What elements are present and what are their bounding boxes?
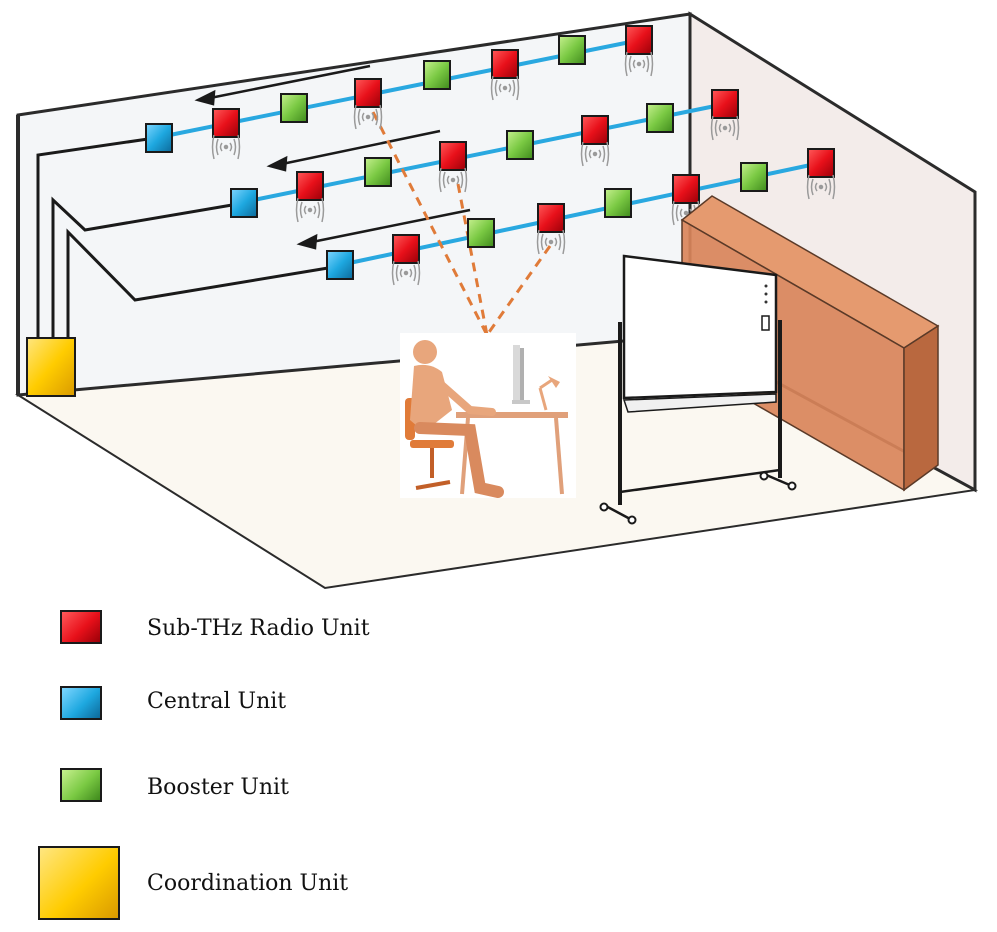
legend-label-booster: Booster Unit xyxy=(147,775,289,800)
legend-label-central: Central Unit xyxy=(147,689,287,714)
booster-unit-icon xyxy=(646,103,674,133)
radio-unit-icon xyxy=(212,108,240,138)
booster-unit-icon xyxy=(467,218,495,248)
booster-unit-icon xyxy=(604,188,632,218)
central-unit-icon xyxy=(60,686,102,720)
room-diagram xyxy=(14,11,979,590)
signal-waves-icon xyxy=(295,197,325,223)
coordination-unit-icon xyxy=(26,337,76,397)
booster-unit-icon xyxy=(558,35,586,65)
signal-waves-icon xyxy=(580,141,610,167)
legend-label-coordination: Coordination Unit xyxy=(147,871,349,896)
signal-waves-icon xyxy=(806,174,836,200)
signal-waves-icon xyxy=(536,229,566,255)
central-unit-icon xyxy=(145,123,173,153)
central-unit-icon xyxy=(326,250,354,280)
signal-waves-icon xyxy=(438,167,468,193)
radio-unit-icon xyxy=(581,115,609,145)
whiteboard-icon xyxy=(599,254,797,525)
radio-unit-icon xyxy=(625,25,653,55)
coordination-unit-icon xyxy=(38,846,120,920)
radio-unit-icon xyxy=(354,78,382,108)
radio-unit-icon xyxy=(672,174,700,204)
radio-unit-icon xyxy=(439,141,467,171)
radio-unit-icon xyxy=(392,234,420,264)
back-wall xyxy=(16,12,692,397)
signal-waves-icon xyxy=(211,134,241,160)
person-at-desk-icon xyxy=(400,333,576,498)
radio-unit-icon xyxy=(537,203,565,233)
booster-unit-icon xyxy=(364,157,392,187)
signal-waves-icon xyxy=(391,260,421,286)
signal-waves-icon xyxy=(490,75,520,101)
unit-layer xyxy=(145,25,836,286)
booster-unit-icon xyxy=(60,768,102,802)
booster-unit-icon xyxy=(280,93,308,123)
flow-arrows xyxy=(194,64,471,250)
central-unit-icon xyxy=(230,188,258,218)
radio-unit-icon xyxy=(491,49,519,79)
radio-unit-icon xyxy=(60,610,102,644)
booster-unit-icon xyxy=(506,130,534,160)
signal-waves-icon xyxy=(624,51,654,77)
sub-thz-beams xyxy=(371,111,552,336)
radio-unit-icon xyxy=(711,89,739,119)
control-wires xyxy=(36,137,329,340)
signal-waves-icon xyxy=(353,104,383,130)
booster-unit-icon xyxy=(740,162,768,192)
radio-unit-icon xyxy=(807,148,835,178)
radio-unit-icon xyxy=(296,171,324,201)
legend-label-radio: Sub-THz Radio Unit xyxy=(147,616,370,641)
booster-unit-icon xyxy=(423,60,451,90)
signal-waves-icon xyxy=(710,115,740,141)
